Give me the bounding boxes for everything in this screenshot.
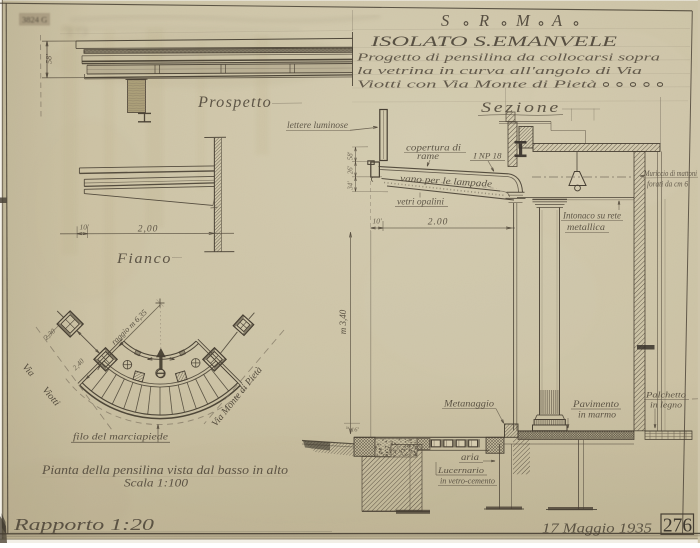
svg-text:Rapporto 1:20: Rapporto 1:20 xyxy=(13,515,156,534)
svg-text:Lucernario: Lucernario xyxy=(437,465,484,475)
svg-text:in marmo: in marmo xyxy=(578,410,617,420)
svg-text:34': 34' xyxy=(348,181,355,191)
svg-text:2.00: 2.00 xyxy=(428,218,449,228)
svg-text:I NP 18: I NP 18 xyxy=(472,150,502,160)
svg-text:R: R xyxy=(478,11,489,30)
svg-text:m 3,40: m 3,40 xyxy=(338,309,348,334)
svg-text:aria: aria xyxy=(461,453,479,463)
svg-text:26': 26' xyxy=(348,165,355,174)
svg-text:ISOLATO S.EMANVELE: ISOLATO S.EMANVELE xyxy=(369,34,617,50)
svg-text:forati da cm 6: forati da cm 6 xyxy=(647,180,688,189)
svg-text:M: M xyxy=(515,11,531,30)
svg-text:S: S xyxy=(441,11,449,30)
svg-text:Prospetto: Prospetto xyxy=(197,94,272,111)
svg-text:metallica: metallica xyxy=(567,222,606,232)
svg-text:3824 G: 3824 G xyxy=(22,15,47,25)
svg-text:Progetto di pensilina da collo: Progetto di pensilina da collocarsi sopr… xyxy=(355,53,660,64)
svg-text:58': 58' xyxy=(45,54,54,64)
svg-text:Metanaggio: Metanaggio xyxy=(443,399,495,409)
svg-text:Scala 1:100: Scala 1:100 xyxy=(124,476,188,490)
svg-text:Pavimento: Pavimento xyxy=(572,399,620,409)
svg-text:10': 10' xyxy=(79,223,89,232)
svg-text:vetri opalini: vetri opalini xyxy=(397,197,445,207)
svg-text:Muriccio di mattoni: Muriccio di mattoni xyxy=(643,169,697,178)
svg-text:17 Maggio 1935: 17 Maggio 1935 xyxy=(542,521,652,536)
svg-text:A: A xyxy=(551,11,563,30)
svg-text:lettere luminose: lettere luminose xyxy=(287,120,348,130)
svg-text:Intonaco su rete: Intonaco su rete xyxy=(562,211,621,221)
svg-text:276: 276 xyxy=(663,516,693,537)
svg-text:10': 10' xyxy=(372,217,382,226)
svg-text:la vetrina in curva all'angolo: la vetrina in curva all'angolo di Via xyxy=(357,66,642,77)
svg-text:in vetro-cemento: in vetro-cemento xyxy=(440,476,495,486)
svg-text:≈: ≈ xyxy=(346,425,350,432)
svg-text:Palchetto: Palchetto xyxy=(645,390,686,400)
svg-text:2,00: 2,00 xyxy=(138,224,159,234)
svg-text:Sezione: Sezione xyxy=(481,100,561,116)
svg-text:58': 58' xyxy=(348,151,355,160)
svg-text:Fianco: Fianco xyxy=(116,251,172,267)
svg-text:filo del marciapiede: filo del marciapiede xyxy=(73,432,168,443)
svg-text:16': 16' xyxy=(351,427,360,434)
svg-text:in legno: in legno xyxy=(650,400,682,410)
svg-text:Viotti con Via Monte di Pietà: Viotti con Via Monte di Pietà xyxy=(357,80,597,91)
